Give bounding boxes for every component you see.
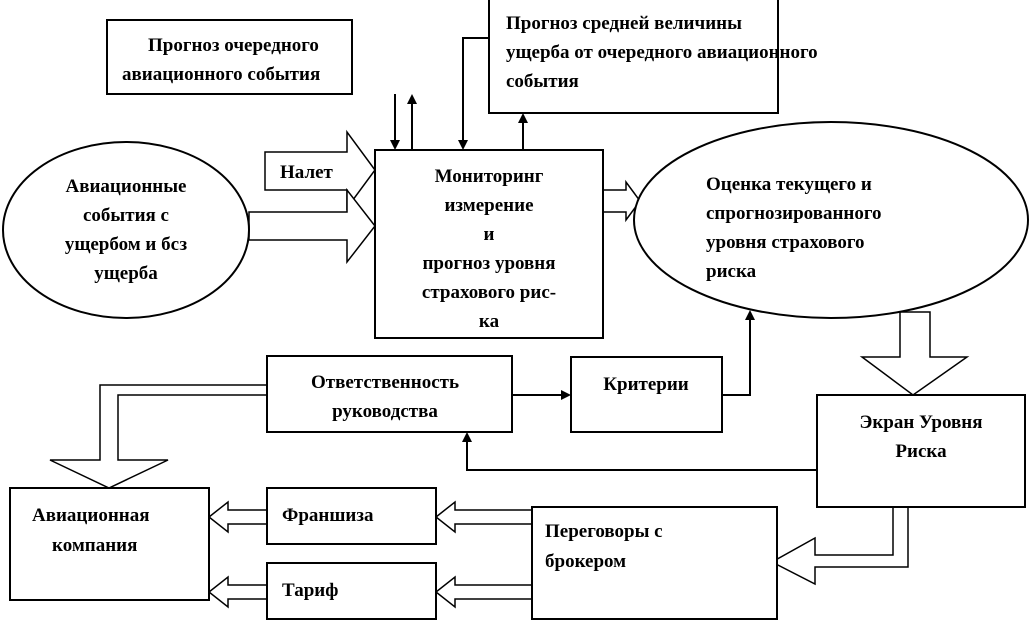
svg-text:Экран Уровня: Экран Уровня <box>859 412 982 433</box>
arrow-events-to-monitoring <box>248 187 376 265</box>
svg-text:страхового рис-: страхового рис- <box>422 282 556 303</box>
svg-text:измерение: измерение <box>444 195 533 216</box>
arrow-franchise-to-airline <box>207 500 267 534</box>
arrow-criteria-to-assessment <box>722 310 755 396</box>
node-criteria: Критерии <box>570 356 723 433</box>
svg-text:события: события <box>506 71 579 92</box>
svg-text:Риска: Риска <box>895 441 947 462</box>
svg-text:риска: риска <box>706 261 757 282</box>
svg-text:Мониторинг: Мониторинг <box>435 166 544 187</box>
svg-text:и: и <box>484 224 495 245</box>
svg-text:Ответственность: Ответственность <box>311 372 459 393</box>
arrow-flight-hours <box>264 129 376 211</box>
arrow-monitoring-to-assessment <box>602 179 641 223</box>
arrow-management-to-airline <box>49 384 267 489</box>
node-franchise: Франшиза <box>266 487 437 545</box>
svg-text:события с: события с <box>83 205 169 226</box>
node-aviation-events: Авиационные события с ущербом и бсз ущер… <box>2 141 250 319</box>
svg-text:Авиационные: Авиационные <box>66 176 187 197</box>
svg-text:уровня страхового: уровня страхового <box>706 232 865 253</box>
svg-text:авиационного события: авиационного события <box>122 64 320 85</box>
arrow-damage-to-monitoring <box>458 37 489 150</box>
node-forecast-damage: Прогноз средней величины ущерба от очере… <box>488 0 818 114</box>
arrow-screen-to-broker <box>770 507 909 586</box>
svg-text:Прогноз средней величины: Прогноз средней величины <box>506 13 742 34</box>
node-risk-screen: Экран Уровня Риска <box>816 394 1026 508</box>
svg-text:спрогнозированного: спрогнозированного <box>706 203 882 224</box>
svg-text:Авиационная: Авиационная <box>32 505 150 526</box>
svg-text:Тариф: Тариф <box>282 580 338 601</box>
arrow-tariff-to-airline <box>207 575 267 609</box>
svg-text:Прогноз очередного: Прогноз очередного <box>148 35 319 56</box>
svg-text:Переговоры с: Переговоры с <box>545 521 663 542</box>
svg-text:Критерии: Критерии <box>603 374 689 395</box>
svg-text:прогноз уровня: прогноз уровня <box>422 253 555 274</box>
node-forecast-event: Прогноз очередного авиационного события <box>106 19 353 95</box>
svg-text:ущерба от очередного авиационн: ущерба от очередного авиационного <box>506 42 818 63</box>
node-broker: Переговоры с брокером <box>531 506 778 620</box>
node-airline: Авиационная компания <box>9 487 210 601</box>
node-management: Ответственность руководства <box>266 355 513 433</box>
arrow-screen-to-management <box>462 432 817 471</box>
svg-text:ущербом и бсз: ущербом и бсз <box>65 234 188 255</box>
arrow-assessment-to-screen <box>859 311 970 396</box>
svg-text:брокером: брокером <box>545 551 626 572</box>
node-monitoring: Мониторинг измерение и прогноз уровня ст… <box>374 149 604 339</box>
node-tariff: Тариф <box>266 562 437 620</box>
arrow-broker-to-tariff <box>434 575 532 609</box>
svg-text:ущерба: ущерба <box>94 263 158 284</box>
svg-text:компания: компания <box>52 535 137 556</box>
svg-text:Франшиза: Франшиза <box>282 505 374 526</box>
svg-text:ка: ка <box>479 311 500 332</box>
svg-text:руководства: руководства <box>332 401 438 422</box>
svg-text:Оценка текущего и: Оценка текущего и <box>706 174 872 195</box>
node-assessment: Оценка текущего и спрогнозированного уро… <box>633 121 1029 319</box>
label-flight-hours: Налет <box>280 162 334 183</box>
arrow-broker-to-franchise <box>434 500 532 534</box>
